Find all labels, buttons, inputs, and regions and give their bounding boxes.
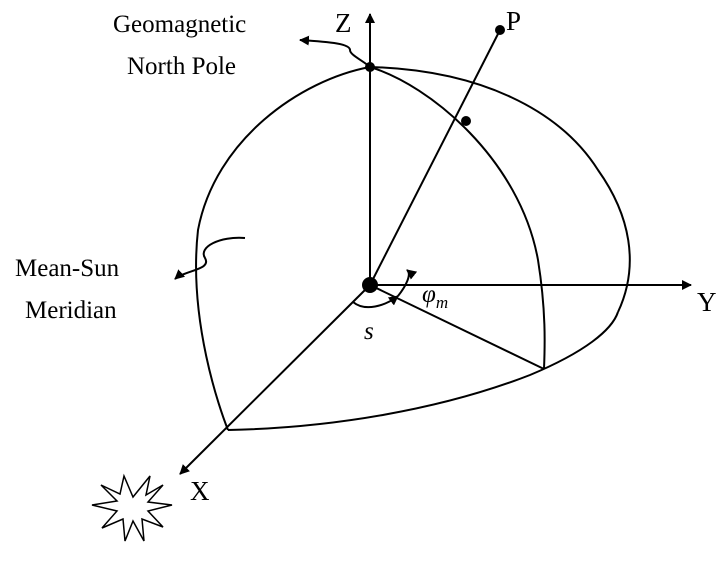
angle-s-label: s bbox=[364, 318, 374, 345]
axis-x-label: X bbox=[190, 476, 210, 506]
pole-point bbox=[365, 62, 375, 72]
axis-y-label: Y bbox=[697, 287, 716, 317]
angle-phi-subscript: m bbox=[436, 293, 448, 312]
equator-arc bbox=[227, 311, 619, 431]
meridian-callout bbox=[174, 236, 246, 280]
x-axis bbox=[179, 284, 371, 475]
meridian-through-p bbox=[369, 66, 546, 370]
angle-phi-symbol: φ bbox=[422, 281, 436, 308]
angle-phi-label: φm bbox=[422, 281, 448, 312]
projection-line bbox=[369, 284, 545, 370]
sun-icon bbox=[91, 473, 173, 542]
origin-point bbox=[362, 277, 378, 293]
point-p-label: P bbox=[506, 6, 521, 36]
p-point bbox=[495, 25, 505, 35]
meridian-label-line1: Mean-Sun bbox=[15, 255, 120, 282]
intersection-point bbox=[461, 116, 471, 126]
angle-phi-arc bbox=[397, 269, 418, 297]
line-to-p bbox=[369, 29, 501, 286]
axis-z-label: Z bbox=[335, 8, 352, 38]
mean-sun-meridian-arc bbox=[195, 66, 371, 431]
angle-s-arc bbox=[352, 295, 399, 309]
pole-callout bbox=[299, 35, 371, 68]
pole-label-line2: North Pole bbox=[127, 53, 236, 80]
pole-label-line1: Geomagnetic bbox=[113, 11, 246, 38]
outer-right-arc bbox=[369, 66, 631, 313]
meridian-label-line2: Meridian bbox=[25, 297, 117, 324]
